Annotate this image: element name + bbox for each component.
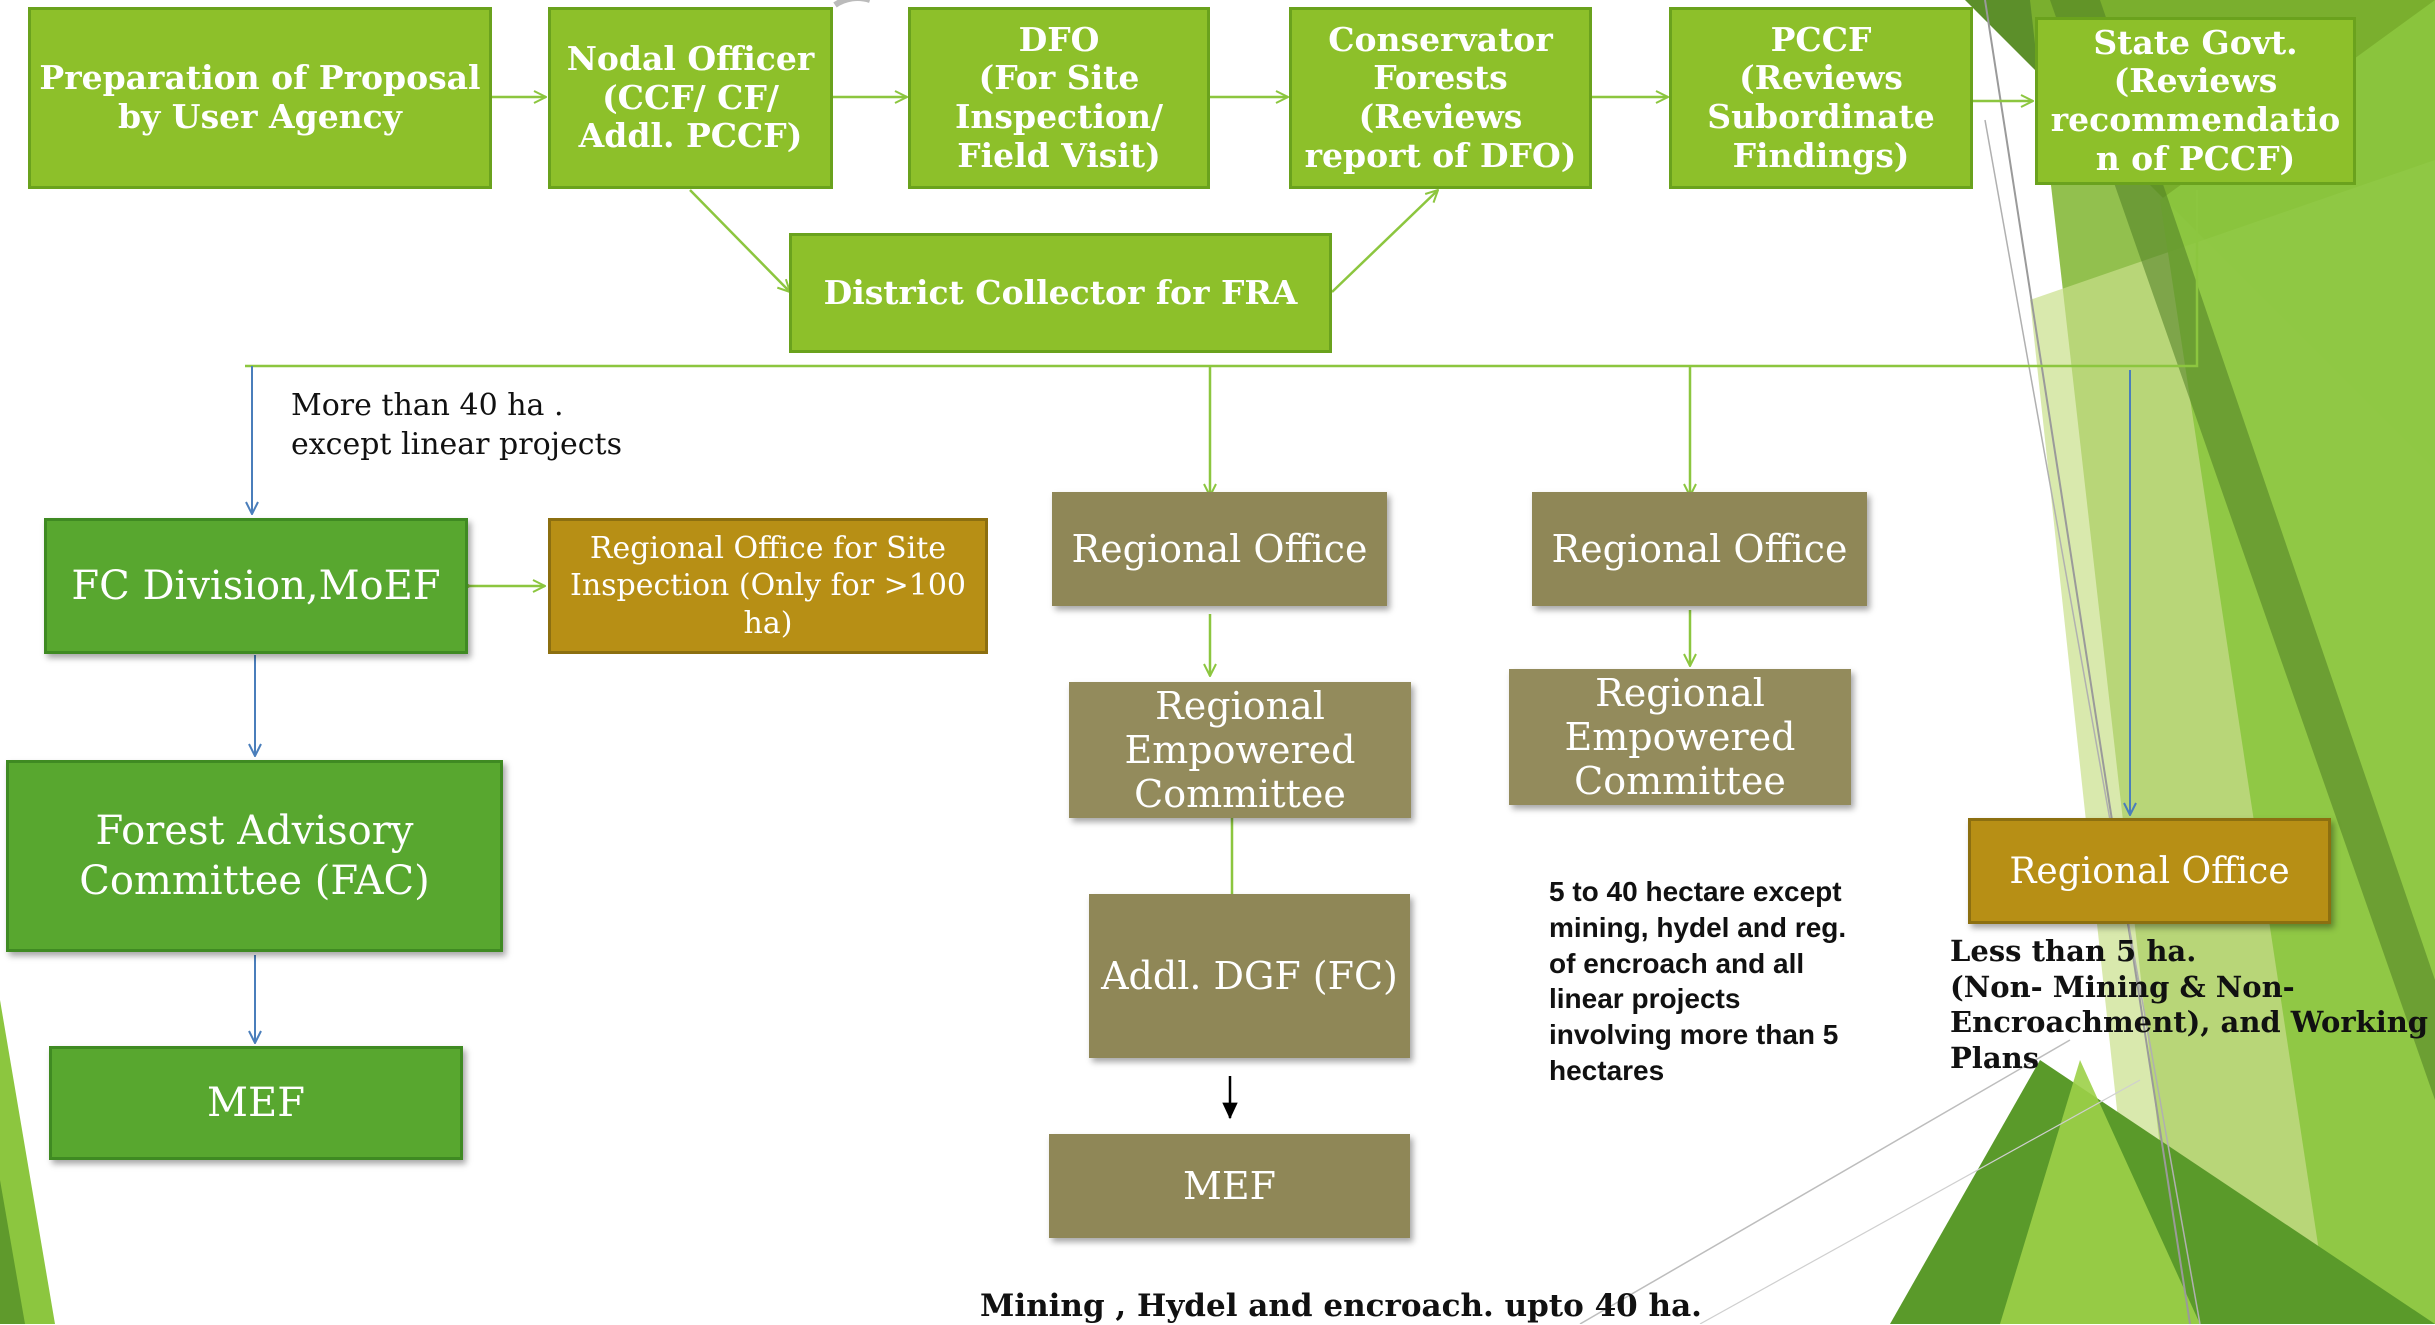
state-govt-box: State Govt. (Reviews recommendatio n of … bbox=[2035, 17, 2356, 185]
regional-office-3-label: Regional Office bbox=[2009, 850, 2290, 892]
nodal-officer-label: Nodal Officer (CCF/ CF/ Addl. PCCF) bbox=[566, 39, 815, 156]
regional-office-2-box: Regional Office bbox=[1532, 492, 1867, 606]
pccf-box: PCCF (Reviews Subordinate Findings) bbox=[1669, 7, 1973, 189]
rec-1-label: Regional Empowered Committee bbox=[1124, 683, 1356, 817]
left-decorative-shapes bbox=[0, 1000, 55, 1324]
five-to-forty-label: 5 to 40 hectare except mining, hydel and… bbox=[1549, 876, 1847, 1087]
regional-office-1-label: Regional Office bbox=[1071, 526, 1368, 571]
site-inspection-box: Regional Office for Site Inspection (Onl… bbox=[548, 518, 988, 654]
rec-1-box: Regional Empowered Committee bbox=[1069, 682, 1411, 818]
more-than-40ha-label: More than 40 ha . except linear projects bbox=[291, 388, 622, 462]
addl-dgf-box: Addl. DGF (FC) bbox=[1089, 894, 1410, 1058]
conservator-label: Conservator Forests (Reviews report of D… bbox=[1304, 19, 1577, 175]
regional-office-2-label: Regional Office bbox=[1551, 526, 1848, 571]
dfo-box: DFO (For Site Inspection/ Field Visit) bbox=[908, 7, 1210, 189]
pccf-label: PCCF (Reviews Subordinate Findings) bbox=[1707, 19, 1935, 175]
conservator-box: Conservator Forests (Reviews report of D… bbox=[1289, 7, 1592, 189]
regional-office-3-box: Regional Office bbox=[1968, 818, 2331, 924]
state-govt-label: State Govt. (Reviews recommendatio n of … bbox=[2050, 22, 2341, 178]
less-than-5ha-label: Less than 5 ha. (Non- Mining & Non- Encr… bbox=[1950, 934, 2429, 1075]
top-arc-fragment bbox=[833, 0, 870, 8]
fac-label: Forest Advisory Committee (FAC) bbox=[79, 808, 430, 904]
regional-office-1-box: Regional Office bbox=[1052, 492, 1387, 606]
mef-mid-box: MEF bbox=[1049, 1134, 1410, 1238]
mef-left-box: MEF bbox=[49, 1046, 463, 1160]
proposal-box: Preparation of Proposal by User Agency bbox=[28, 7, 492, 189]
rec-2-label: Regional Empowered Committee bbox=[1564, 670, 1796, 804]
mef-mid-label: MEF bbox=[1182, 1163, 1276, 1208]
right-decorative-shapes bbox=[1579, 0, 2435, 1324]
site-inspection-label: Regional Office for Site Inspection (Onl… bbox=[569, 530, 967, 641]
fac-box: Forest Advisory Committee (FAC) bbox=[6, 760, 503, 952]
addl-dgf-label: Addl. DGF (FC) bbox=[1101, 953, 1398, 998]
district-collector-box: District Collector for FRA bbox=[789, 233, 1332, 353]
proposal-label: Preparation of Proposal by User Agency bbox=[39, 58, 481, 136]
mining-label: Mining , Hydel and encroach. upto 40 ha. bbox=[980, 1288, 1702, 1324]
rec-2-box: Regional Empowered Committee bbox=[1509, 669, 1851, 805]
nodal-officer-box: Nodal Officer (CCF/ CF/ Addl. PCCF) bbox=[548, 7, 833, 189]
district-collector-label: District Collector for FRA bbox=[823, 272, 1298, 312]
fc-division-box: FC Division,MoEF bbox=[44, 518, 468, 654]
mef-left-label: MEF bbox=[207, 1080, 305, 1126]
dfo-label: DFO (For Site Inspection/ Field Visit) bbox=[954, 19, 1163, 175]
fc-division-label: FC Division,MoEF bbox=[71, 563, 441, 609]
